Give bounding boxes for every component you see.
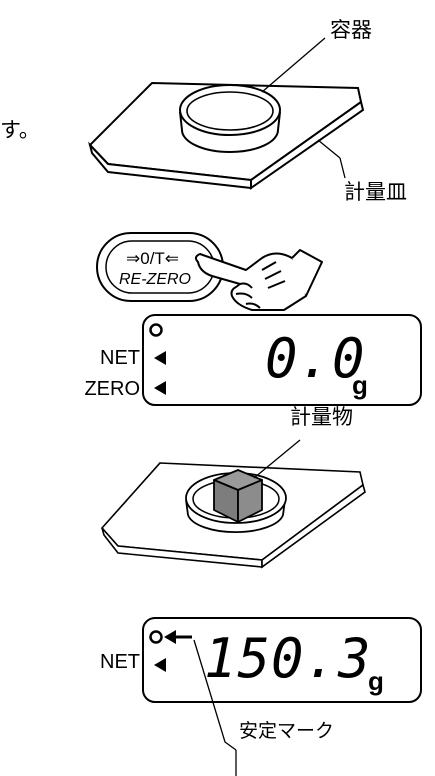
display-weight-unit: g	[368, 666, 384, 696]
stability-mark-label: 安定マーク	[239, 720, 335, 742]
net-indicator-label-2: NET	[100, 651, 140, 673]
container-label: 容器	[330, 18, 372, 42]
intro-text-fragment: す。	[0, 118, 40, 142]
rezero-button-bottom-label: RE-ZERO	[119, 271, 191, 288]
net-arrow-icon	[154, 351, 166, 365]
stability-pointer-icon	[164, 630, 176, 644]
rezero-button-top-label: ⇒0/T⇐	[126, 249, 180, 268]
pan-leader-line	[317, 139, 341, 159]
container-bowl	[179, 84, 281, 153]
stable-indicator-icon	[149, 630, 163, 644]
sample-label: 計量物	[290, 405, 353, 429]
weighing-pan-label: 計量皿	[344, 180, 407, 204]
sample-leader-line	[253, 439, 301, 479]
display-weight-frame	[142, 617, 422, 703]
zero-arrow-icon	[154, 381, 166, 395]
display-zero-frame	[142, 314, 422, 406]
net-indicator-label: NET	[100, 347, 140, 369]
net-arrow-icon	[154, 658, 166, 672]
display-zero-value: 0.0	[265, 327, 366, 390]
container-leader-line	[261, 37, 326, 93]
rezero-button-shape	[96, 232, 224, 302]
display-zero-unit: g	[352, 370, 368, 400]
pointing-hand-icon	[194, 249, 323, 311]
stable-indicator-icon	[149, 323, 163, 337]
stability-leader-line	[193, 639, 237, 751]
sample-cube	[213, 469, 263, 523]
zero-indicator-label: ZERO	[84, 378, 140, 400]
display-weight-value: 150.3	[204, 627, 372, 690]
